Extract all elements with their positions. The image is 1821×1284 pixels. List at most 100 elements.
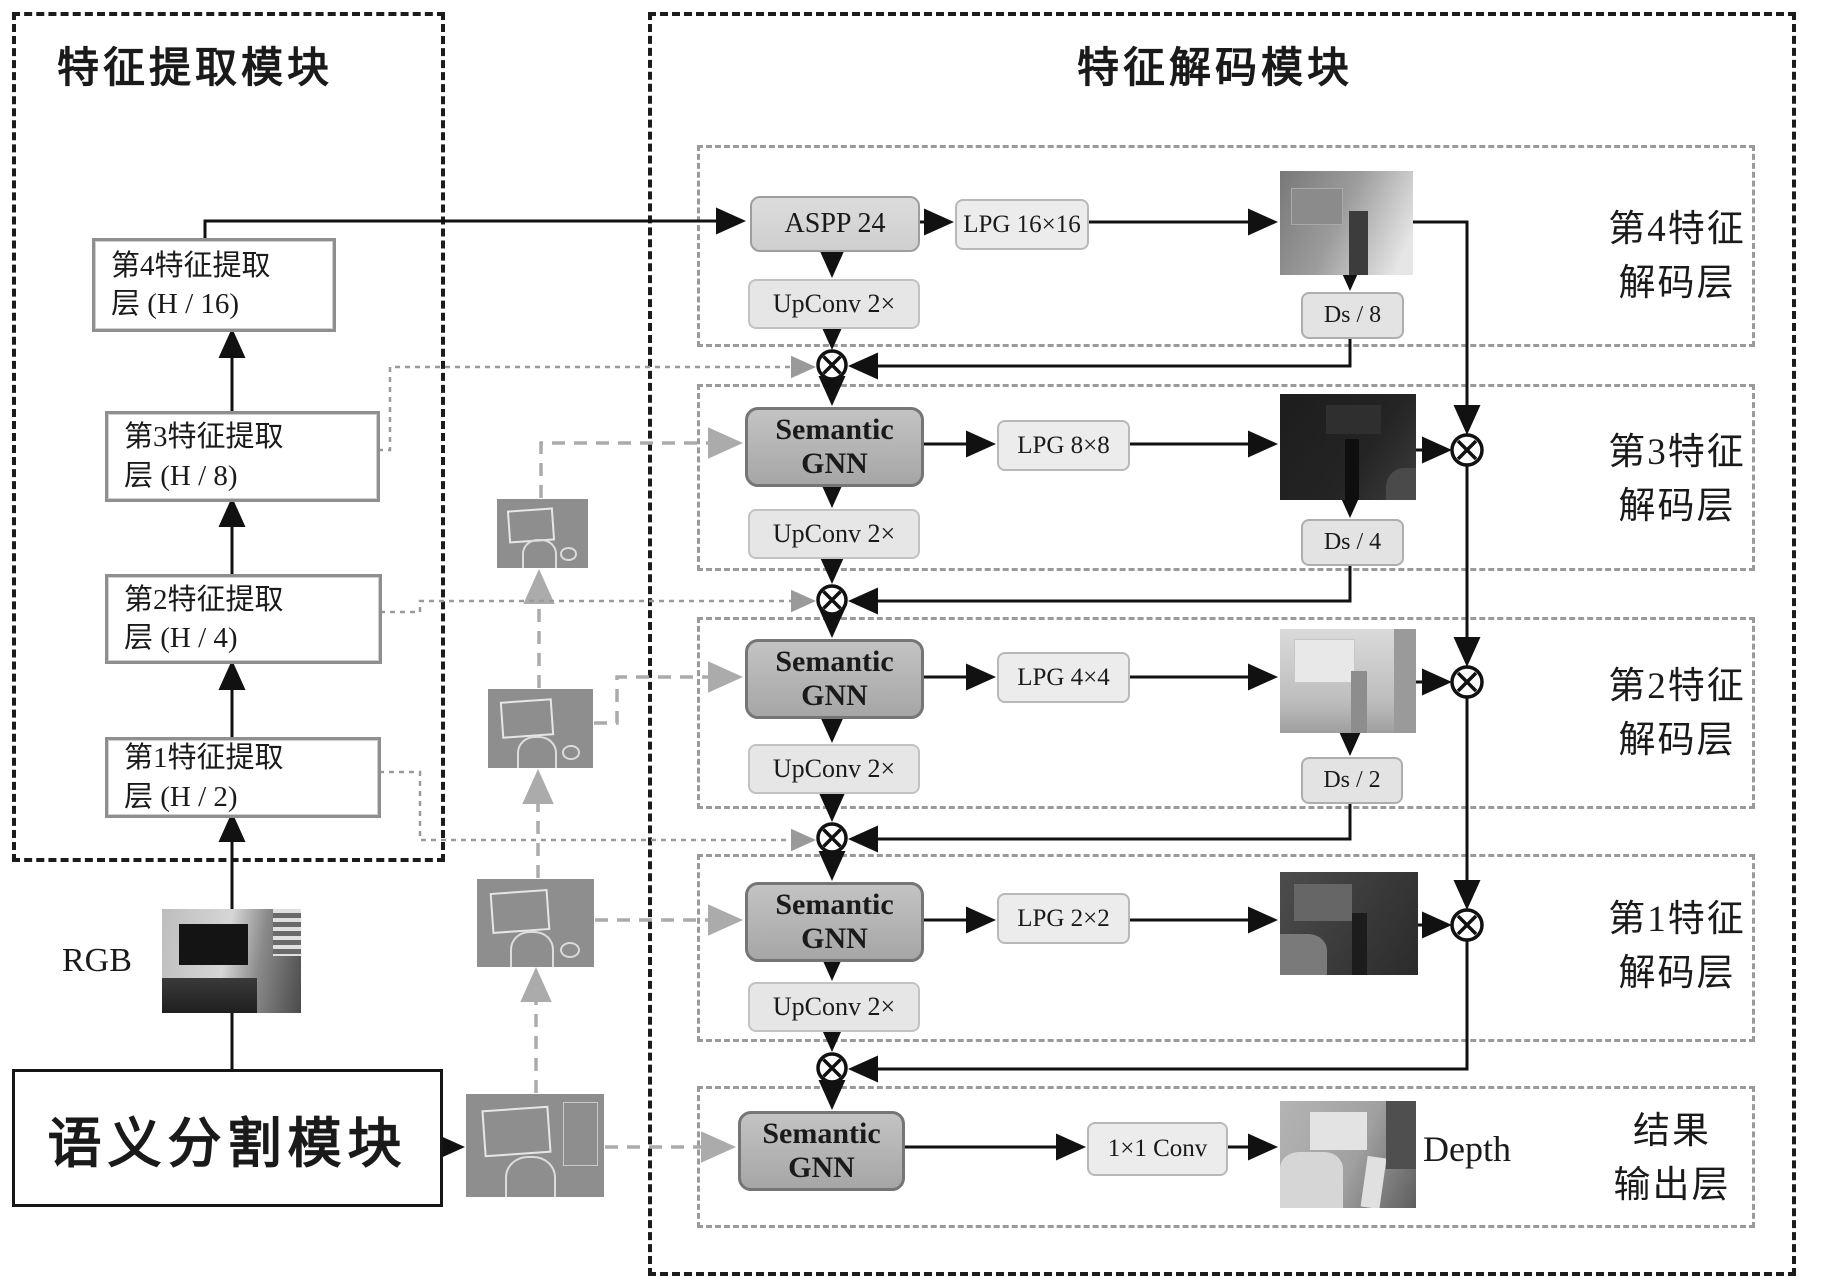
multiply-node-1	[816, 349, 848, 381]
multiply-node-3	[816, 822, 848, 854]
semantic-map-3-blob-outline	[560, 547, 578, 562]
decode-layer-3-frame	[697, 384, 1755, 571]
upconv4-block: UpConv 2×	[748, 279, 920, 329]
depth-map-2-rect	[1293, 639, 1356, 683]
extraction-layer-2: 第2特征提取 层 (H / 4)	[105, 574, 382, 664]
depth-map-4-rect	[1290, 187, 1344, 225]
depth-map-output	[1280, 1101, 1416, 1208]
output-layer-label-line2: 输出层	[1613, 1164, 1731, 1206]
wire-ds2-to-mul3	[848, 800, 1352, 853]
ds8-block: Ds / 8	[1301, 292, 1404, 339]
decode-layer-1-frame	[697, 854, 1755, 1042]
extraction-layer-3: 第3特征提取 层 (H / 8)	[105, 411, 380, 502]
wire-seg3-to-gnn3	[539, 427, 743, 498]
wire-ext4-to-aspp	[203, 207, 746, 238]
multiply-node-right-1	[1450, 433, 1484, 467]
segmentation-module-label: 语义分割模块	[47, 1113, 408, 1174]
wire-img4-down	[1413, 220, 1481, 435]
semantic-map-3-couch-outline	[522, 539, 558, 568]
semantic-dashed-wires	[520, 427, 743, 1163]
aspp-block: ASPP 24	[750, 196, 920, 252]
extraction-layer-1-line1: 第1特征提取	[124, 742, 284, 775]
depth-map-1	[1280, 872, 1418, 975]
decode-layer-3-label: 第3特征 解码层	[1597, 426, 1757, 533]
lpg2-block: LPG 2×2	[997, 893, 1130, 944]
extraction-layer-1: 第1特征提取 层 (H / 2)	[105, 737, 381, 818]
extraction-layer-2-line1: 第2特征提取	[124, 583, 284, 616]
depth-map-1-bar	[1351, 913, 1367, 975]
extraction-layer-2-line2: 层 (H / 4)	[124, 622, 238, 654]
extraction-layer-4: 第4特征提取 层 (H / 16)	[92, 238, 336, 332]
wire-ext1-to-mul3	[359, 770, 816, 852]
semantic-map-1	[477, 879, 594, 967]
decode-layer-2-label: 第2特征 解码层	[1597, 660, 1757, 767]
depth-map-output-chair	[1280, 1152, 1343, 1208]
multiply-node-right-3	[1450, 908, 1484, 942]
output-layer-frame	[697, 1086, 1755, 1228]
semantic-map-3-tv-outline	[506, 507, 555, 544]
depth-map-3	[1280, 394, 1416, 500]
decoding-module-title: 特征解码模块	[1076, 46, 1353, 92]
decode-layer-4-frame	[697, 145, 1755, 347]
extraction-module-frame	[12, 12, 445, 862]
depth-map-2	[1280, 629, 1416, 733]
depth-map-3-rect	[1326, 404, 1381, 435]
segmentation-module-box: 语义分割模块	[12, 1069, 443, 1207]
decode-layer-2-frame	[697, 617, 1755, 809]
depth-map-output-dark	[1386, 1101, 1416, 1170]
conv1x1-block: 1×1 Conv	[1087, 1122, 1228, 1176]
depth-map-output-cushion	[1360, 1155, 1387, 1208]
multiply-node-4	[816, 1052, 848, 1084]
decode-layer-2-label-line2: 解码层	[1618, 719, 1736, 761]
decode-layer-3-label-line2: 解码层	[1618, 485, 1736, 527]
semantic-map-1-tv-outline	[489, 889, 551, 935]
decode-layer-4-label-line1: 第4特征	[1608, 209, 1746, 250]
semantic-map-2	[488, 689, 593, 768]
decode-layer-1-label-line1: 第1特征	[1608, 899, 1746, 940]
rgb-photo-tv	[178, 923, 249, 966]
multiply-node-2	[816, 584, 848, 616]
depth-output-label: Depth	[1423, 1129, 1511, 1169]
multiply-node-right-2	[1450, 665, 1484, 699]
semantic-map-0-couch-outline	[504, 1155, 556, 1197]
upconv1-block: UpConv 2×	[748, 982, 920, 1032]
multiply-nodes	[816, 349, 1484, 1084]
extraction-layer-1-line2: 层 (H / 2)	[124, 780, 238, 813]
semantic-map-0-clutter-outline	[563, 1102, 599, 1167]
upconv2-block: UpConv 2×	[748, 744, 920, 794]
semantic-map-3	[497, 499, 588, 568]
wire-ds4-to-mul2	[848, 562, 1352, 615]
depth-map-output-rect	[1309, 1111, 1368, 1151]
lpg16-block: LPG 16×16	[955, 199, 1089, 250]
depth-map-2-edge	[1394, 629, 1416, 733]
rgb-photo-dresser	[162, 977, 257, 1013]
semantic-map-2-tv-outline	[499, 698, 555, 739]
semantic-map-0	[466, 1094, 604, 1197]
depth-map-2-bar	[1350, 670, 1368, 733]
decode-layer-3-label-line1: 第3特征	[1608, 432, 1746, 473]
semantic-map-1-couch-outline	[509, 931, 554, 967]
rgb-label: RGB	[62, 942, 132, 979]
depth-map-3-corner	[1386, 468, 1416, 500]
semantic-map-2-couch-outline	[517, 735, 558, 768]
depth-map-3-bar	[1345, 438, 1359, 500]
upconv3-block: UpConv 2×	[748, 509, 920, 559]
wire-ds8-to-mul1	[848, 335, 1352, 380]
wire-ext2-to-mul2	[360, 589, 816, 614]
semantic-gnn-2-block: Semantic GNN	[745, 639, 924, 719]
lpg4-block: LPG 4×4	[997, 652, 1130, 703]
rgb-photo	[162, 909, 301, 1013]
decode-layer-2-label-line1: 第2特征	[1608, 666, 1746, 707]
wire-ext3-to-mul1	[358, 355, 816, 452]
depth-map-1-rect	[1293, 884, 1352, 922]
extraction-layer-3-line2: 层 (H / 8)	[124, 459, 238, 492]
decode-layer-1-label: 第1特征 解码层	[1597, 893, 1757, 1000]
decode-layer-4-label: 第4特征 解码层	[1597, 203, 1757, 310]
ds4-block: Ds / 4	[1301, 519, 1404, 566]
extraction-layer-4-line2: 层 (H / 16)	[111, 288, 240, 320]
semantic-map-0-tv-outline	[480, 1106, 552, 1158]
semantic-map-2-blob-outline	[561, 745, 581, 761]
extraction-layer-3-line1: 第3特征提取	[124, 421, 284, 454]
